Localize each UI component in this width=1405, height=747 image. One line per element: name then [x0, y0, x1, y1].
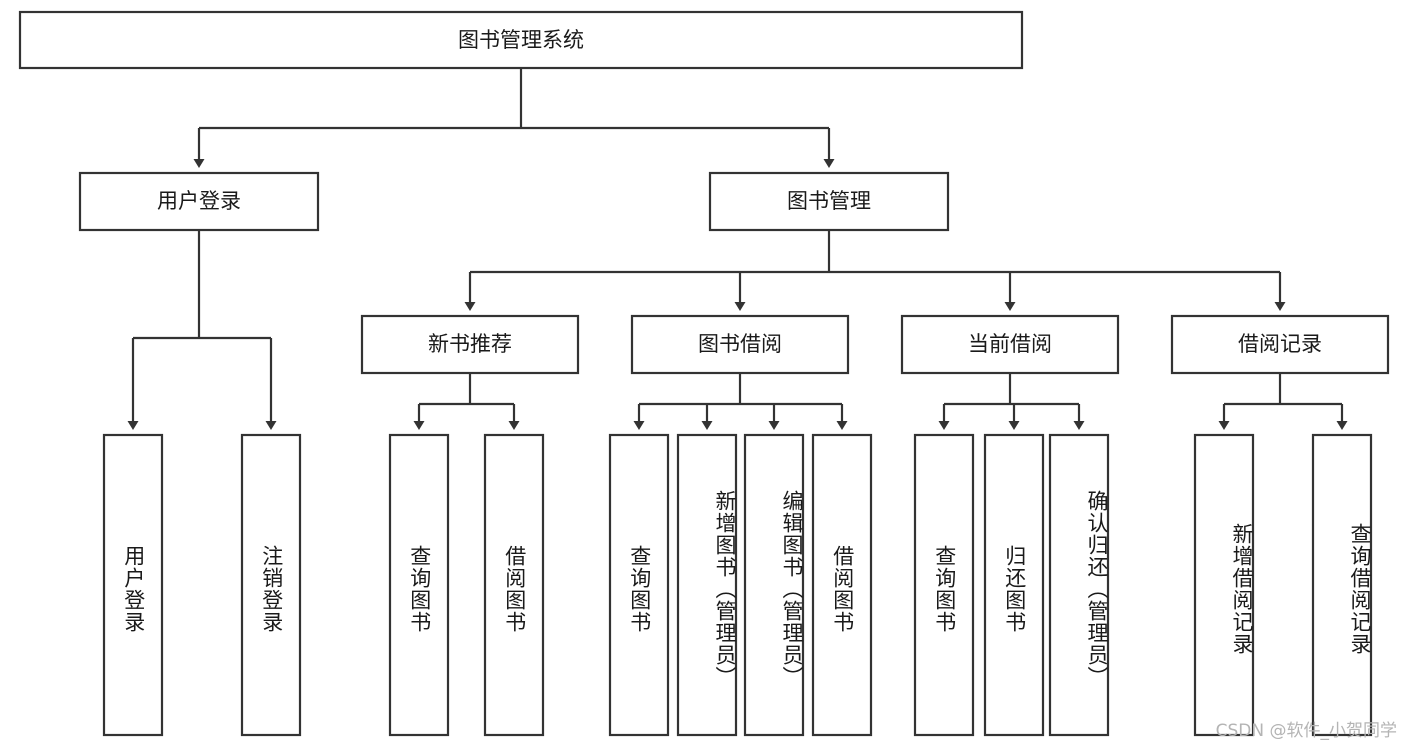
node-borrow-record-label: 借阅记录: [1238, 332, 1322, 356]
node-user-login[interactable]: 用户登录: [78, 171, 320, 232]
node-book-borrow[interactable]: 图书借阅: [630, 314, 850, 375]
leaf-node-boxes: [102, 433, 1373, 737]
node-book-borrow-box[interactable]: [630, 314, 850, 375]
node-new-book-recommend-label: 新书推荐: [428, 332, 512, 356]
node-root-box[interactable]: [18, 10, 1024, 70]
node-new-book-recommend[interactable]: 新书推荐: [360, 314, 580, 375]
node-user-login-box[interactable]: [78, 171, 320, 232]
leaf-node-box[interactable]: [983, 433, 1045, 737]
leaf-node-box[interactable]: [1193, 433, 1255, 737]
node-root[interactable]: 图书管理系统: [18, 10, 1024, 70]
node-book-management-box[interactable]: [708, 171, 950, 232]
watermark: CSDN @软件_小贺同学: [1215, 721, 1397, 741]
leaf-node-box[interactable]: [676, 433, 738, 737]
node-current-borrow-box[interactable]: [900, 314, 1120, 375]
node-root-label: 图书管理系统: [458, 28, 584, 52]
leaf-node-box[interactable]: [913, 433, 975, 737]
leaf-node-box[interactable]: [608, 433, 670, 737]
leaf-node-box[interactable]: [240, 433, 302, 737]
leaf-node-box[interactable]: [811, 433, 873, 737]
node-user-login-label: 用户登录: [157, 189, 241, 213]
node-current-borrow-label: 当前借阅: [968, 332, 1052, 356]
node-borrow-record[interactable]: 借阅记录: [1170, 314, 1390, 375]
node-new-book-recommend-box[interactable]: [360, 314, 580, 375]
leaf-node-box[interactable]: [102, 433, 164, 737]
node-current-borrow[interactable]: 当前借阅: [900, 314, 1120, 375]
node-book-borrow-label: 图书借阅: [698, 332, 782, 356]
leaf-node-box[interactable]: [388, 433, 450, 737]
leaf-node-box[interactable]: [1311, 433, 1373, 737]
node-book-management-label: 图书管理: [787, 189, 871, 213]
leaf-node-box[interactable]: [1048, 433, 1110, 737]
connector-lines: [127, 68, 1348, 430]
node-borrow-record-box[interactable]: [1170, 314, 1390, 375]
leaf-node-box[interactable]: [483, 433, 545, 737]
leaf-node-box[interactable]: [743, 433, 805, 737]
node-book-management[interactable]: 图书管理: [708, 171, 950, 232]
